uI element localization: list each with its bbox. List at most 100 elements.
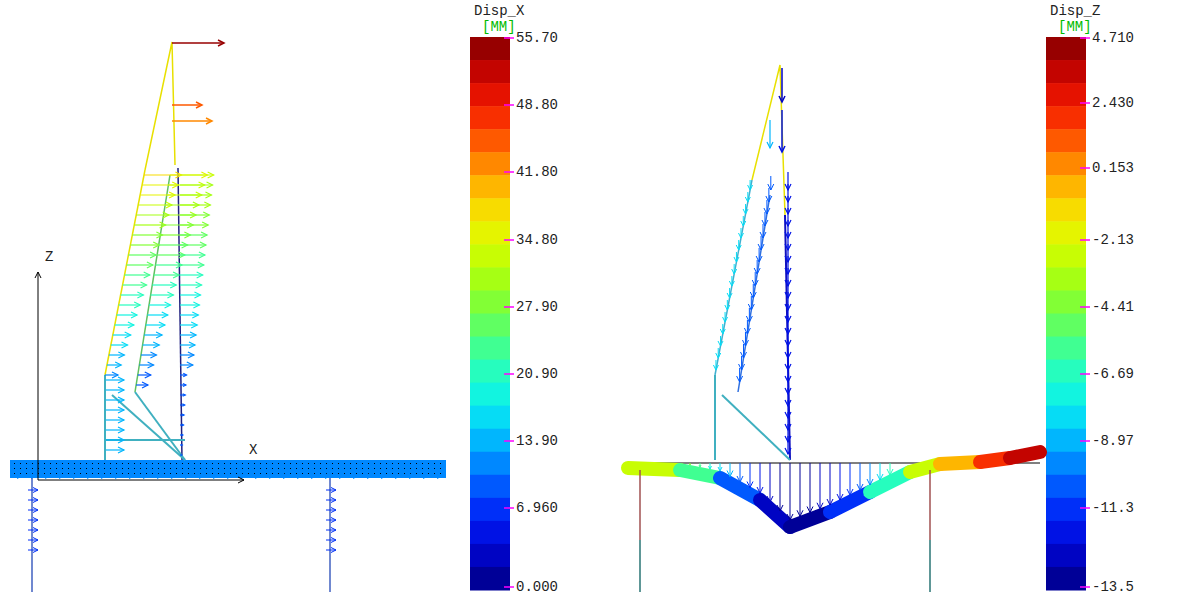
mast-line [145, 42, 175, 170]
arrow-head [325, 474, 330, 479]
arrow-head [847, 489, 853, 495]
displacement-arrow [690, 463, 691, 465]
color-band [470, 37, 510, 61]
displacement-arrow [151, 294, 174, 295]
mesh-node [428, 473, 429, 474]
mesh-node [428, 463, 429, 464]
arrow-head [737, 476, 743, 482]
mesh-node [68, 468, 69, 469]
mesh-node [266, 473, 267, 474]
mesh-node [416, 468, 417, 469]
scale-value: -11.3 [1092, 500, 1134, 516]
mesh-node [20, 468, 21, 469]
arrow-head [807, 507, 813, 513]
displacement-arrow [741, 356, 742, 370]
mesh-node [224, 463, 225, 464]
displacement-arrow [119, 304, 141, 305]
color-band [1046, 521, 1086, 545]
arrow-head [33, 528, 38, 533]
color-band [470, 452, 510, 476]
mesh-node [278, 468, 279, 469]
color-band [1046, 383, 1086, 407]
mesh-node [374, 468, 375, 469]
color-band [1046, 314, 1086, 338]
mesh-node [134, 473, 135, 474]
displacement-arrow [155, 264, 181, 265]
tick-mark [1080, 586, 1090, 588]
arrow-head [381, 474, 386, 479]
displacement-arrow [870, 463, 871, 485]
tick-mark [1080, 239, 1090, 241]
mesh-node [356, 468, 357, 469]
arrow-head [723, 317, 728, 322]
mesh-node [170, 463, 171, 464]
displacement-arrow [113, 334, 131, 335]
arrow-head [150, 352, 156, 358]
color-band [470, 383, 510, 407]
displacement-arrow [757, 260, 758, 274]
mesh-node [278, 463, 279, 464]
arrow-head [867, 479, 873, 485]
arrow-head [713, 365, 718, 370]
displacement-arrow [106, 429, 124, 430]
mesh-node [80, 468, 81, 469]
mesh-node [146, 473, 147, 474]
displacement-arrow [180, 424, 183, 425]
arrow-head [297, 474, 302, 479]
mesh-node [236, 463, 237, 464]
displacement-arrow [106, 439, 124, 440]
mesh-node [188, 468, 189, 469]
displacement-arrow [180, 444, 182, 445]
displacement-arrow [172, 120, 212, 122]
displacement-arrow [840, 463, 841, 500]
mesh-node [338, 463, 339, 464]
displacement-arrow [123, 284, 147, 285]
frame-line [112, 395, 185, 460]
displacement-arrow [830, 463, 831, 505]
displacement-arrow [768, 188, 769, 202]
mesh-node [242, 468, 243, 469]
arrow-head [729, 281, 734, 286]
mesh-node [152, 473, 153, 474]
arrow-head [747, 482, 753, 488]
color-band [1046, 452, 1086, 476]
color-band [1046, 221, 1086, 245]
displacement-arrow [180, 414, 184, 415]
arrow-head [331, 528, 336, 533]
mesh-node [20, 473, 21, 474]
displacement-arrow [141, 354, 156, 355]
arrow-head [35, 272, 41, 278]
arrow-head [877, 474, 883, 480]
mesh-node [14, 463, 15, 464]
scale-value: 13.90 [516, 433, 558, 449]
mesh-node [98, 473, 99, 474]
displacement-arrow [180, 224, 208, 225]
displacement-arrow [180, 434, 183, 435]
mesh-node [398, 463, 399, 464]
tick-mark [1080, 102, 1090, 104]
arrow-head [33, 488, 38, 493]
unit-label: [MM] [482, 19, 516, 35]
arrow-head [331, 518, 336, 523]
arrow-head [170, 282, 176, 288]
mesh-node [110, 473, 111, 474]
arrow-head [118, 447, 124, 453]
arrow-head [17, 474, 22, 479]
arrow-head [198, 262, 204, 268]
color-band [1046, 475, 1086, 499]
mesh-node [200, 463, 201, 464]
mesh-node [212, 468, 213, 469]
mesh-node [374, 463, 375, 464]
mesh-node [398, 473, 399, 474]
arrow-head [757, 487, 763, 493]
mesh-node [290, 468, 291, 469]
mesh-node [284, 468, 285, 469]
mesh-node [32, 468, 33, 469]
mesh-node [392, 468, 393, 469]
displacement-arrow [109, 354, 124, 355]
mesh-node [386, 463, 387, 464]
displacement-arrow [745, 332, 746, 346]
color-band [470, 267, 510, 291]
color-band [1046, 106, 1086, 130]
arrow-head [339, 474, 344, 479]
